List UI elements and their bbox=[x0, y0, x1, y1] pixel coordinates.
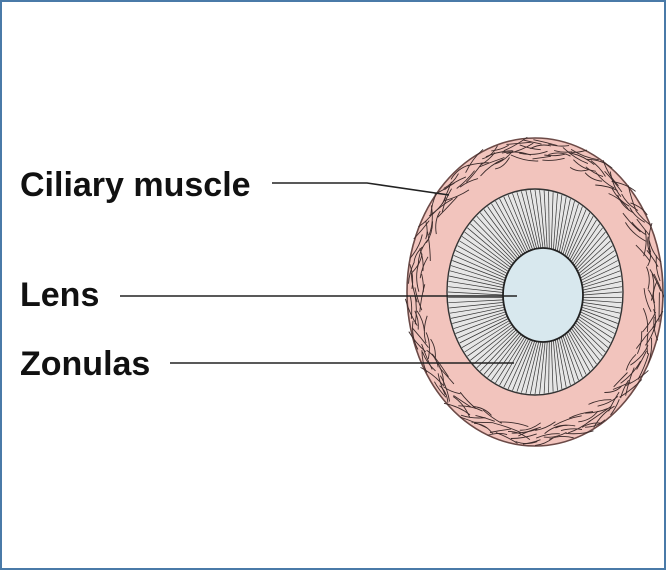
ciliary-muscle-leader bbox=[272, 183, 449, 195]
lens-shape bbox=[503, 248, 583, 342]
lens-label: Lens bbox=[20, 276, 99, 314]
zonulas-label: Zonulas bbox=[20, 345, 150, 383]
ciliary-muscle-label: Ciliary muscle bbox=[20, 166, 251, 204]
